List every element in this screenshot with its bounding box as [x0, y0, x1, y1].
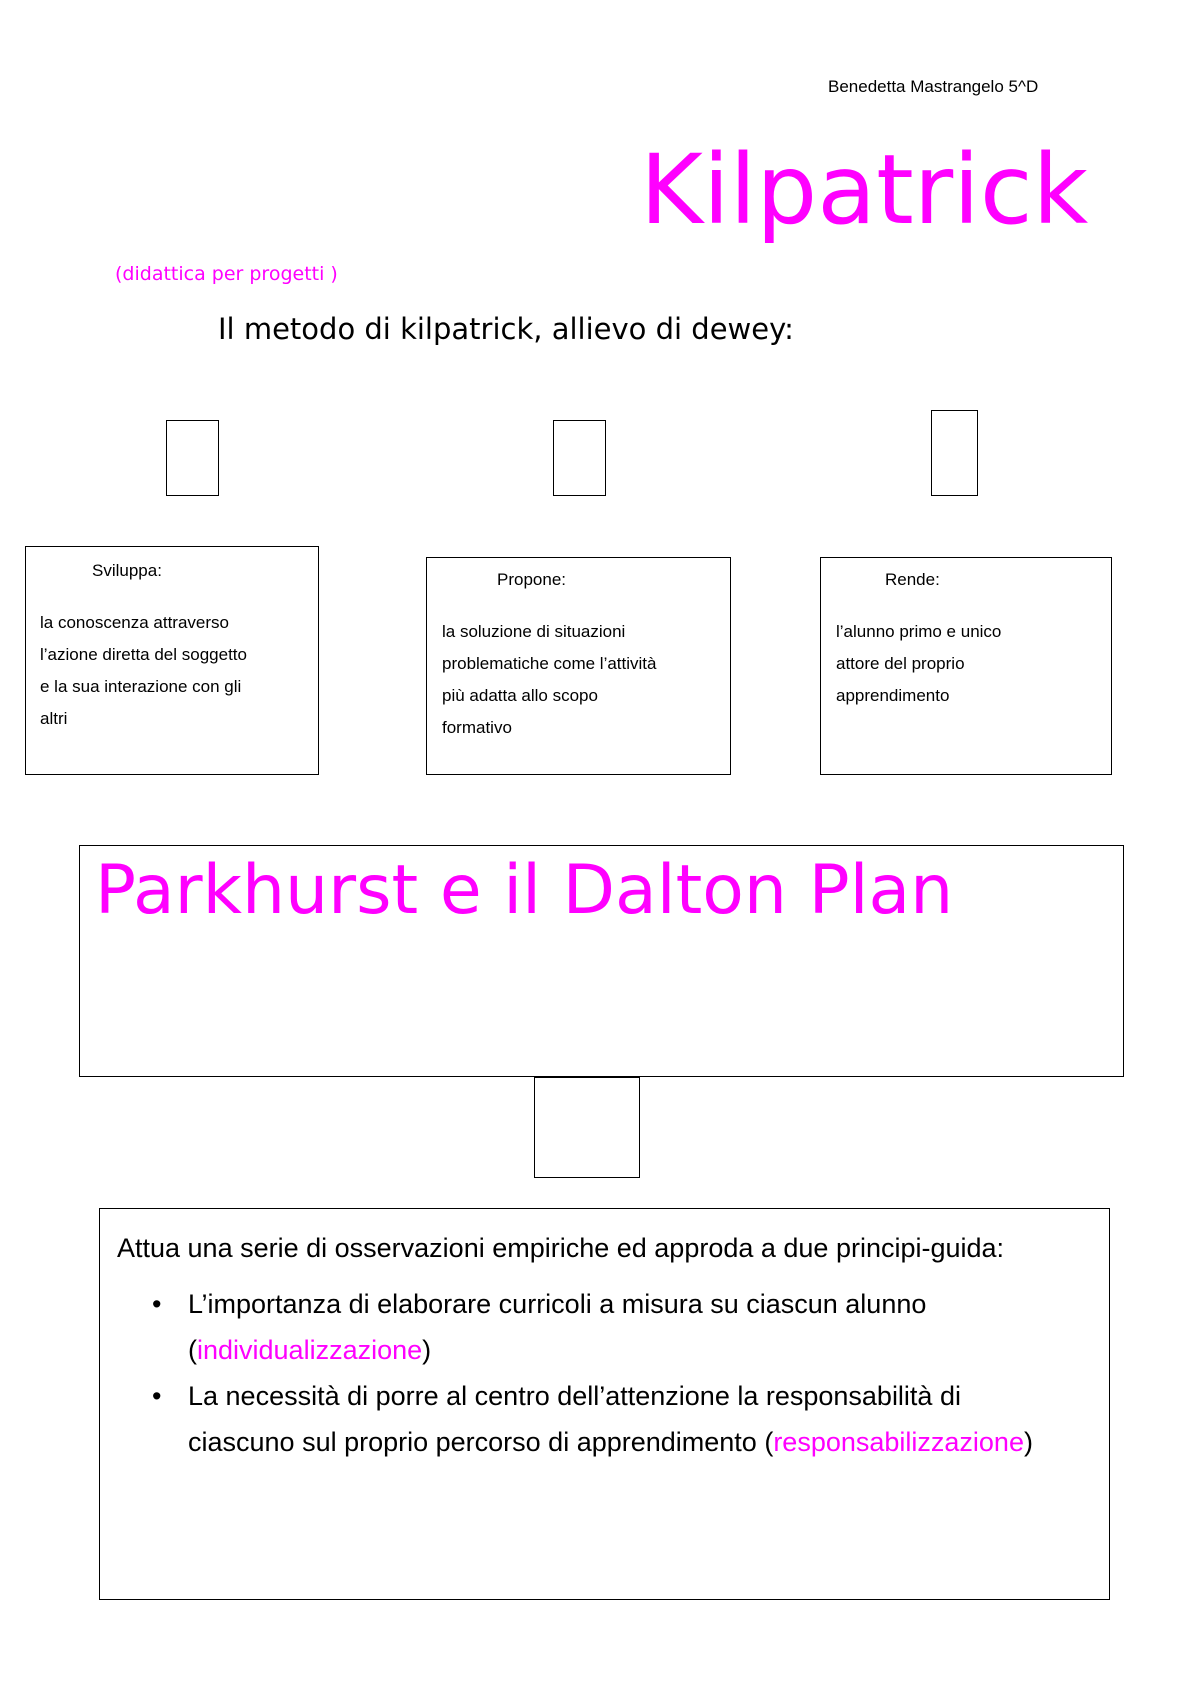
card-heading: Sviluppa:: [92, 561, 162, 580]
principles-list: • L’importanza di elaborare curricoli a …: [152, 1281, 1052, 1465]
card-sviluppa: Sviluppa: la conoscenza attraverso l’azi…: [25, 546, 319, 775]
card-line: la soluzione di situazioni: [442, 622, 626, 641]
item-highlight: individualizzazione: [197, 1335, 423, 1365]
connector-box-3: [931, 410, 978, 496]
card-body: la soluzione di situazioni problematiche…: [442, 616, 727, 744]
section-title: Parkhurst e il Dalton Plan: [95, 851, 954, 930]
card-line: l’alunno primo e unico: [836, 622, 1002, 641]
card-line: e la sua interazione con gli: [40, 677, 242, 696]
card-line: attore del proprio: [836, 654, 965, 673]
card-body: l’alunno primo e unico attore del propri…: [836, 616, 1106, 712]
connector-box-2: [553, 420, 606, 496]
card-line: problematiche come l’attività: [442, 654, 657, 673]
page-title: Kilpatrick: [640, 134, 1089, 246]
section-heading-box: [79, 845, 1124, 1077]
item-text-end: ): [422, 1335, 432, 1365]
card-line: formativo: [442, 718, 512, 737]
intro-text: Il metodo di kilpatrick, allievo di dewe…: [218, 312, 794, 346]
principles-lead: Attua una serie di osservazioni empirich…: [117, 1233, 1005, 1263]
card-line: più adatta allo scopo: [442, 686, 598, 705]
bullet-icon: •: [152, 1289, 162, 1319]
card-line: altri: [40, 709, 68, 728]
card-heading: Propone:: [497, 570, 566, 589]
card-heading: Rende:: [885, 570, 940, 589]
page-subtitle: (didattica per progetti ): [115, 263, 338, 285]
bullet-icon: •: [152, 1381, 162, 1411]
card-line: apprendimento: [836, 686, 950, 705]
card-line: l’azione diretta del soggetto: [40, 645, 247, 664]
item-text-end: ): [1023, 1427, 1033, 1457]
item-highlight: responsabilizzazione: [773, 1427, 1024, 1457]
card-propone: Propone: la soluzione di situazioni prob…: [426, 557, 731, 775]
item-text: La necessità di porre al centro dell’att…: [188, 1381, 961, 1457]
principles-box: Attua una serie di osservazioni empirich…: [99, 1208, 1110, 1600]
author-name: Benedetta Mastrangelo 5^D: [828, 77, 1039, 96]
card-line: la conoscenza attraverso: [40, 613, 229, 632]
connector-box-4: [534, 1077, 640, 1178]
list-item: • La necessità di porre al centro dell’a…: [152, 1373, 1052, 1465]
card-body: la conoscenza attraverso l’azione dirett…: [40, 607, 310, 735]
item-text: L’importanza di elaborare curricoli a mi…: [188, 1289, 927, 1365]
list-item: • L’importanza di elaborare curricoli a …: [152, 1281, 1052, 1373]
connector-box-1: [166, 420, 219, 496]
card-rende: Rende: l’alunno primo e unico attore del…: [820, 557, 1112, 775]
